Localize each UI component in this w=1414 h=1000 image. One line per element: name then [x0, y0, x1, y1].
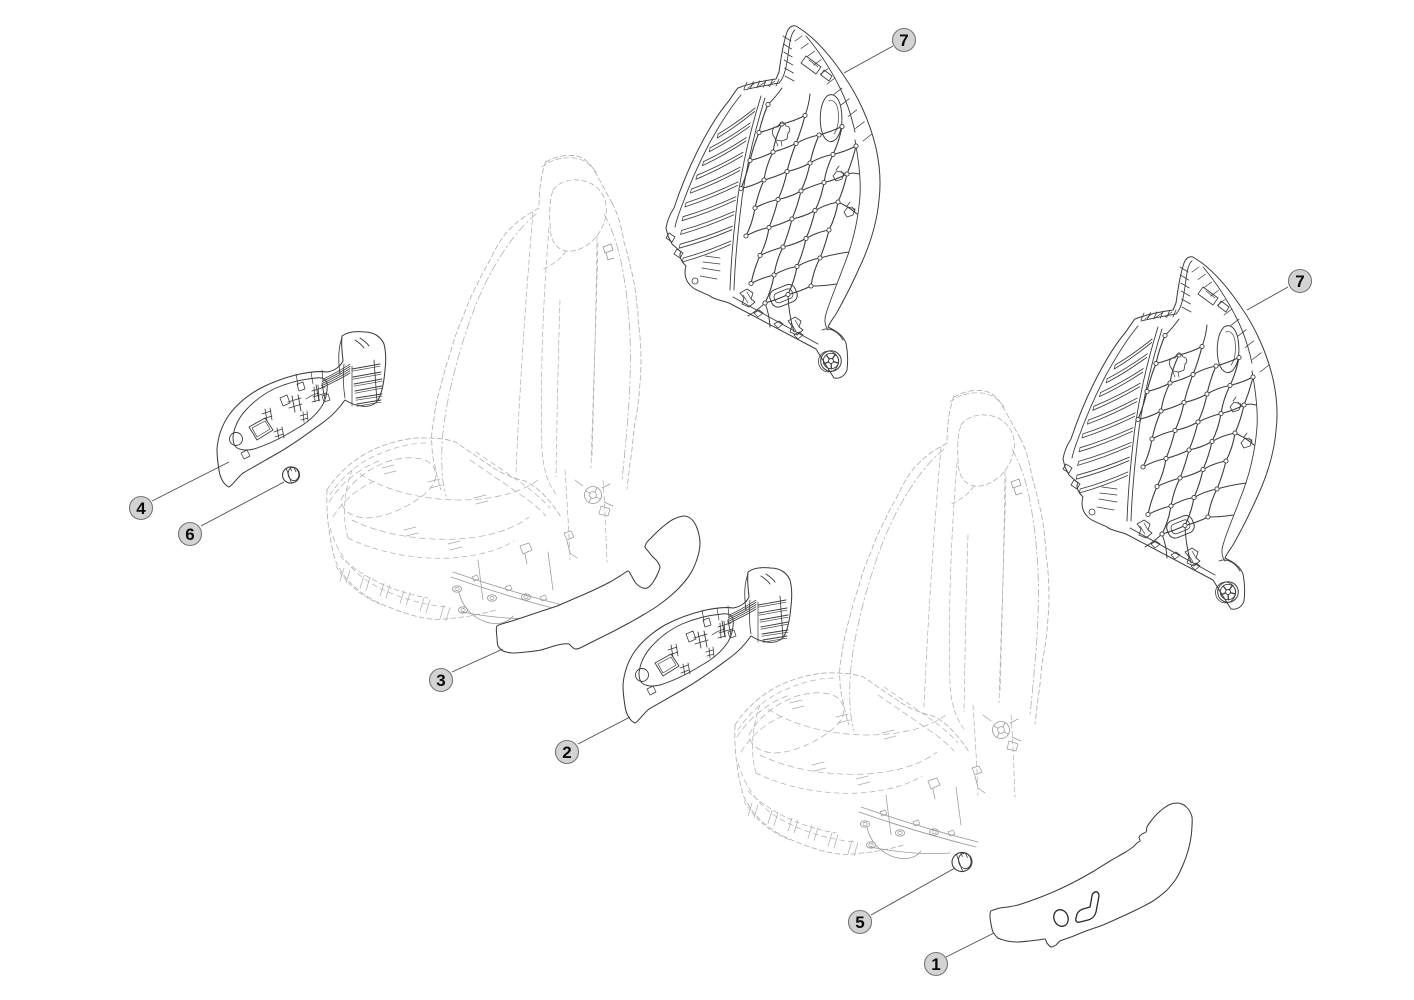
svg-text:1: 1	[931, 955, 940, 974]
svg-text:4: 4	[136, 499, 146, 518]
svg-text:5: 5	[855, 913, 864, 932]
svg-text:7: 7	[899, 31, 908, 50]
svg-text:7: 7	[1295, 272, 1304, 291]
svg-text:3: 3	[436, 671, 445, 690]
svg-text:2: 2	[562, 743, 571, 762]
svg-text:6: 6	[185, 525, 194, 544]
